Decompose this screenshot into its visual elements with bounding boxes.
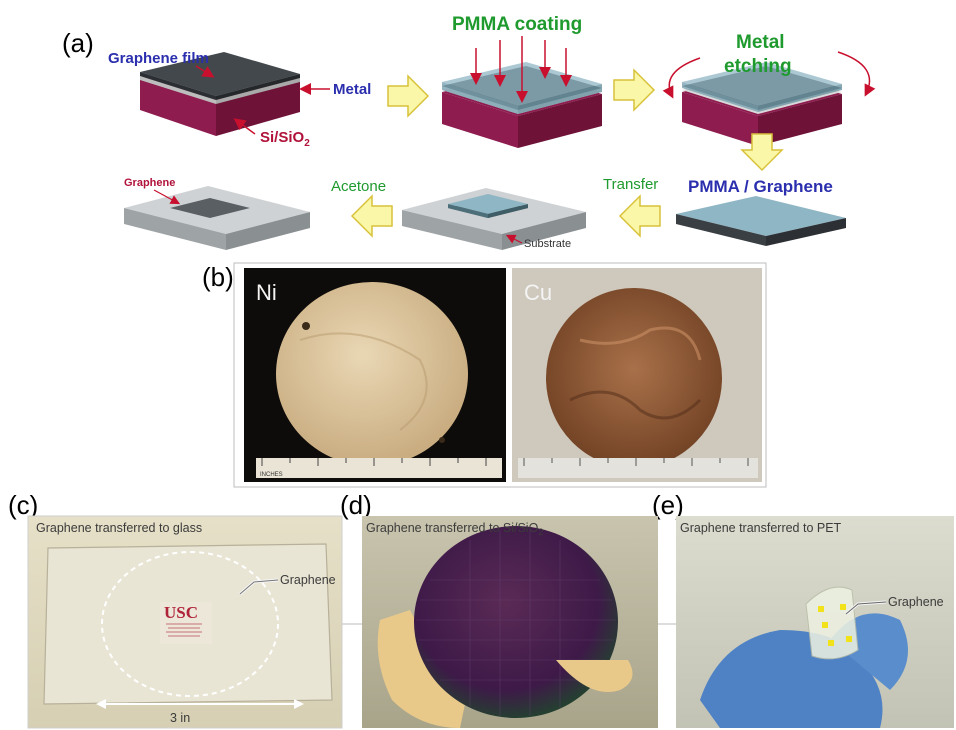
pmma-graphene-film [676,196,846,246]
label-metal-etching-2: etching [724,56,792,77]
panel-label-b: (b) [202,262,234,292]
photo-si-wafer [362,516,658,728]
arrow-step-2 [613,68,656,112]
pointer-graphene-film [195,65,215,78]
stack-metal-etching [682,62,842,146]
panel-label-d: (d) [340,490,372,520]
panel-label-e: (e) [652,490,684,520]
caption-pet: Graphene transferred to PET [680,521,842,535]
arrow-acetone [350,194,393,238]
label-acetone: Acetone [331,178,386,195]
etch-arrow-left [662,57,701,99]
photo-pet [676,516,954,728]
pointer-arrow-glass [239,579,279,595]
label-transfer: Transfer [603,176,658,193]
label-graphene-film: Graphene film [108,50,209,67]
panel-label-c: (c) [8,490,38,520]
label-3-in: 3 in [170,711,190,725]
label-substrate: Substrate [524,238,571,250]
substrate-with-graphene [124,186,310,250]
label-pmma-coating: PMMA coating [452,14,582,35]
arrow-step-3 [740,133,784,172]
label-metal-etching-1: Metal [736,32,785,53]
label-graphene: Graphene [124,177,175,189]
usc-logo: USC [164,603,198,622]
caption-glass: Graphene transferred to glass [36,521,202,535]
label-cu: Cu [524,280,552,305]
panel-label-a: (a) [62,28,94,58]
label-ni: Ni [256,280,277,305]
photo-cu-wafer [512,268,762,482]
stack-initial [140,52,300,136]
pointer-substrate [505,234,523,244]
label-metal: Metal [333,81,371,98]
usc-logo-lines [166,623,202,637]
ruler-inches-label: INCHES [260,472,283,478]
caption-si: Graphene transferred to Si/SiO2 [366,521,543,537]
pointer-si-sio2 [233,118,256,135]
coating-arrows [470,36,572,103]
label-pmma-graphene: PMMA / Graphene [688,177,833,196]
pointer-arrow-pet [845,601,887,615]
pointer-label-glass: Graphene [280,573,336,587]
pointer-graphene [153,189,181,205]
substrate-with-film [402,188,586,250]
photo-ni-wafer: INCHES [244,268,506,482]
arrow-transfer [618,194,661,238]
label-si-sio2: Si/SiO2 [260,129,310,149]
pointer-label-pet: Graphene [888,595,944,609]
etch-arrow-right [837,51,876,97]
photo-glass [27,515,343,729]
arrow-step-1 [387,74,430,118]
